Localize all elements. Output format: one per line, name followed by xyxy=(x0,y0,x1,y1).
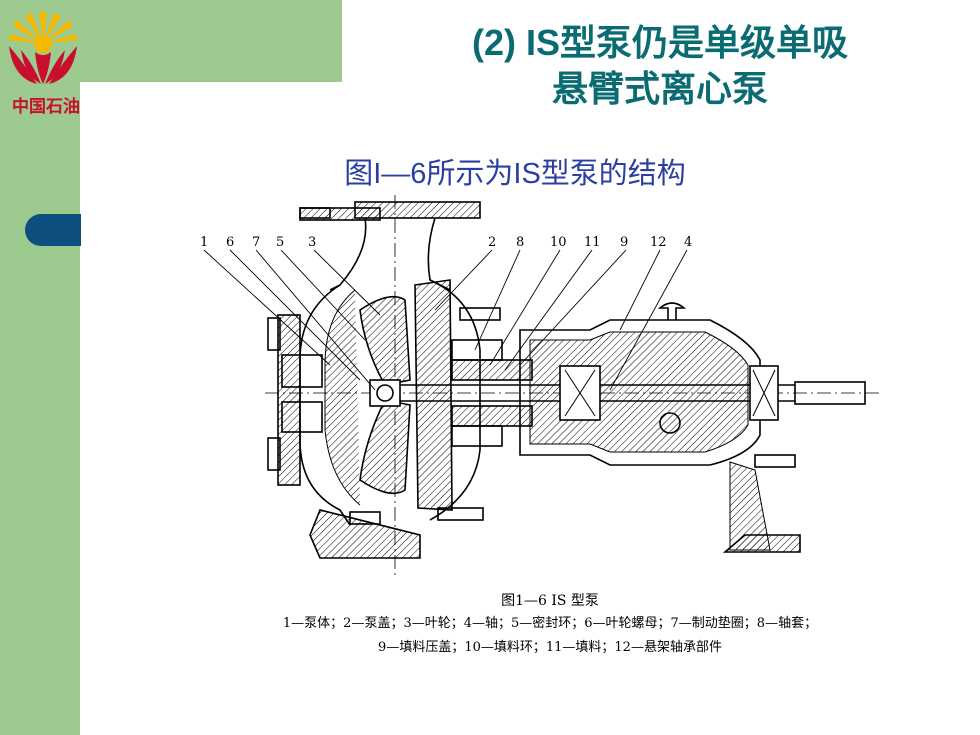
callout-10: 10 xyxy=(550,235,567,250)
header-white-area xyxy=(342,0,980,90)
figure-legend-line-1: 1—泵体；2—泵盖；3—叶轮；4—轴；5—密封环；6—叶轮螺母；7—制动垫圈；8… xyxy=(282,616,818,631)
header-green-band xyxy=(80,0,342,82)
callout-4: 4 xyxy=(684,235,692,250)
figure-caption: 图1—6 IS 型泵 xyxy=(501,593,599,609)
slide-subtitle: 图I—6所示为IS型泵的结构 xyxy=(344,158,686,190)
callout-5: 5 xyxy=(276,235,284,250)
title-line-2: 悬臂式离心泵 xyxy=(551,68,768,109)
is-pump-diagram: 1 6 7 5 3 2 8 10 11 9 12 4 xyxy=(200,195,880,575)
callout-1: 1 xyxy=(200,235,208,250)
callout-11: 11 xyxy=(584,235,601,250)
figure-legend-line-2: 9—填料压盖；10—填料环；11—填料；12—悬架轴承部件 xyxy=(378,640,722,655)
sidebar-green-band xyxy=(0,0,80,735)
logo-text: 中国石油 xyxy=(12,97,80,117)
callout-7: 7 xyxy=(252,235,260,250)
callout-6: 6 xyxy=(226,235,234,250)
callout-8: 8 xyxy=(516,235,524,250)
callout-3: 3 xyxy=(308,235,316,250)
bullet-tab xyxy=(25,214,81,246)
slide-title: (2) IS型泵仍是单级单吸 悬臂式离心泵 xyxy=(360,20,960,112)
callout-9: 9 xyxy=(620,235,628,250)
title-line-1: (2) IS型泵仍是单级单吸 xyxy=(471,22,848,63)
callout-12: 12 xyxy=(650,235,667,250)
petrochina-logo-icon xyxy=(9,12,77,84)
callout-2: 2 xyxy=(488,235,496,250)
